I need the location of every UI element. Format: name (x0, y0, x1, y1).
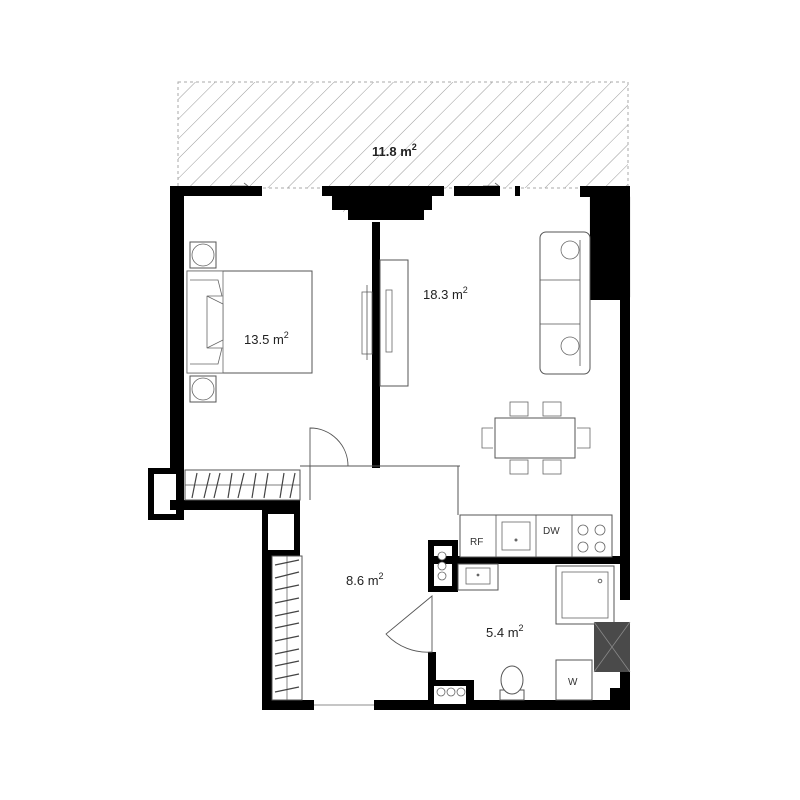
bedroom-furniture (186, 241, 313, 403)
hall-shelf (436, 551, 466, 697)
dining-table (481, 401, 591, 475)
sofa (539, 231, 591, 375)
hall-partitions (300, 465, 460, 515)
toilet (499, 665, 525, 701)
wardrobe-hall (271, 555, 303, 701)
bathroom-door[interactable] (385, 595, 433, 653)
bathroom-fixtures: W (457, 563, 631, 701)
bathroom-area-label: 5.4 m2 (486, 623, 524, 640)
fridge-label: RF (470, 537, 483, 548)
balcony-area-label: 11.8 m2 (372, 142, 417, 159)
kitchen-counter: RF DW (459, 514, 613, 558)
bedroom-area-label: 13.5 m2 (244, 330, 289, 347)
washing-machine: W (555, 659, 593, 701)
tv-unit (361, 259, 409, 387)
washer-label: W (568, 677, 578, 688)
dishwasher-label: DW (543, 526, 560, 537)
living-area-label: 18.3 m2 (423, 285, 468, 302)
shaft (593, 621, 631, 673)
shower-tray (555, 565, 615, 625)
hall-area-label: 8.6 m2 (346, 571, 384, 588)
bedroom-door[interactable] (309, 427, 349, 467)
walls (148, 186, 630, 710)
wardrobe-bedroom (184, 469, 301, 501)
